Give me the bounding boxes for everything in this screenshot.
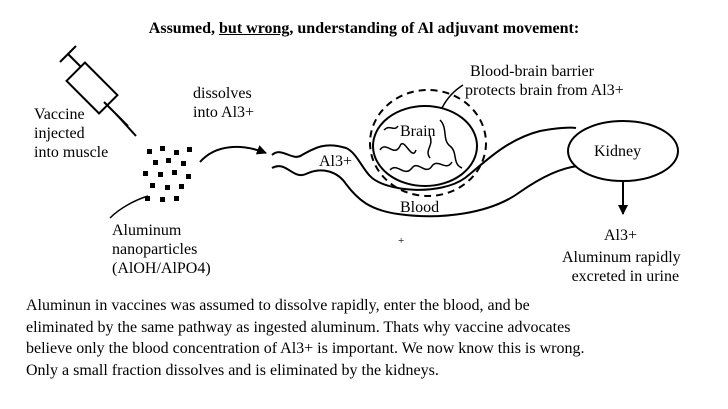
- bbb-pointer-line: [441, 84, 464, 109]
- blood-vessel-lower-wall: [271, 165, 579, 218]
- explanation-paragraph: Aluminun in vaccines was assumed to diss…: [26, 295, 706, 381]
- vaccine-label: Vaccine injected into muscle: [34, 106, 109, 161]
- brain-icon: [372, 105, 478, 187]
- paragraph-line: Only a small fraction dissolves and is e…: [26, 361, 439, 379]
- paragraph-line: Aluminun in vaccines was assumed to diss…: [26, 297, 530, 314]
- title-underlined: but wrong: [219, 20, 290, 37]
- blood-brain-barrier-dashed: [369, 89, 487, 197]
- dissolves-label: dissolves into Al3+: [193, 85, 255, 121]
- kidney-label: Kidney: [594, 143, 642, 160]
- bbb-label: Blood-brain barrier protects brain from …: [465, 63, 624, 99]
- dissolves-arrow: [199, 145, 267, 163]
- brain-label: Brain: [400, 123, 436, 140]
- excreted-label: Aluminum rapidly excreted in urine: [562, 249, 681, 285]
- al3-blood-label: Al3+: [319, 153, 353, 170]
- diagram-title: Assumed, but wrong, understanding of Al …: [0, 20, 728, 38]
- paragraph-line: believe only the blood concentration of …: [26, 340, 585, 357]
- blood-vessel-upper-wall: [271, 126, 577, 191]
- al3-kidney-label: Al3+: [604, 227, 638, 244]
- nanoparticle-dots: [143, 146, 192, 202]
- blood-label: Blood: [400, 199, 440, 216]
- plus-mark: +: [398, 235, 405, 247]
- title-part-2: , understanding of Al adjuvant movement:: [289, 20, 580, 37]
- particles-pointer-line: [109, 195, 149, 219]
- paragraph-line: eliminated by the same pathway as ingest…: [26, 318, 571, 336]
- title-part-1: Assumed,: [148, 20, 216, 37]
- particles-label: Aluminum nanoparticles (AlOH/AlPO4): [112, 222, 211, 277]
- syringe-icon: [59, 45, 137, 137]
